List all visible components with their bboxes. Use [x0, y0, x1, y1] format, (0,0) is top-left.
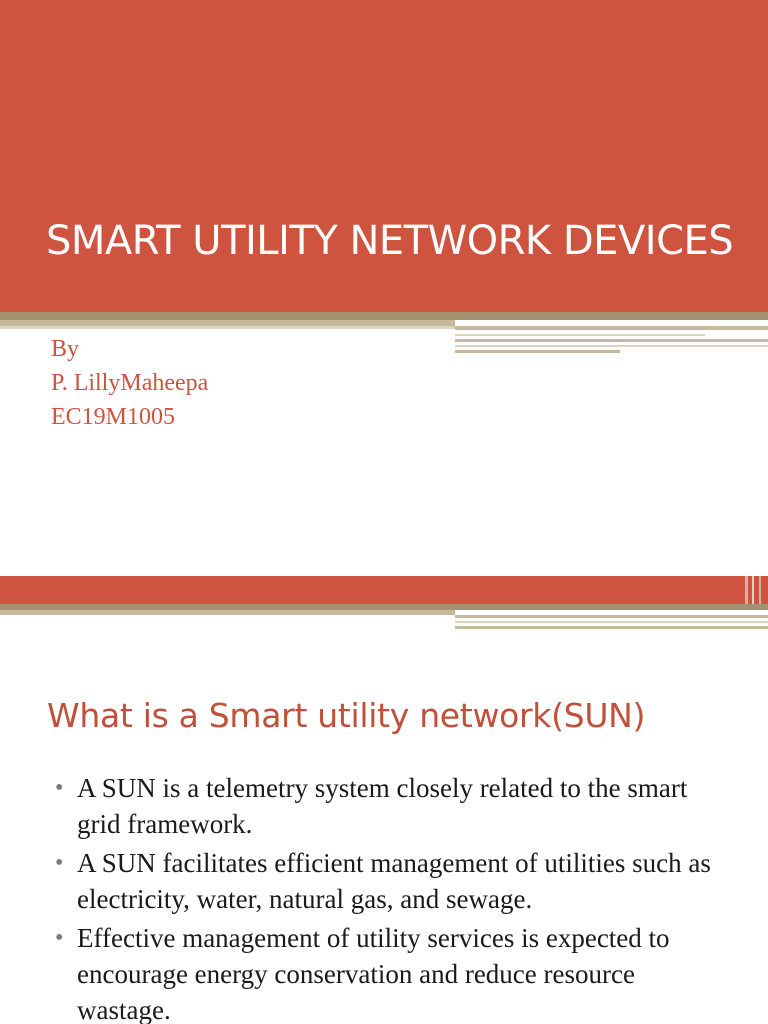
list-item: • Effective management of utility servic… [55, 920, 735, 1024]
bullet-icon: • [55, 925, 64, 951]
slide-heading: What is a Smart utility network(SUN) [47, 696, 646, 735]
bullet-text: A SUN is a telemetry system closely rela… [77, 773, 688, 839]
bullet-icon: • [55, 850, 64, 876]
content-slide: What is a Smart utility network(SUN) • A… [0, 576, 768, 1024]
author-name: P. LillyMaheepa [51, 370, 209, 396]
slide-title: SMART UTILITY NETWORK DEVICES [46, 218, 734, 264]
list-item: • A SUN facilitates efficient management… [55, 845, 735, 917]
bullet-text: Effective management of utility services… [77, 923, 670, 1024]
title-banner [0, 0, 768, 312]
author-id: EC19M1005 [51, 404, 176, 430]
bullet-icon: • [55, 775, 64, 801]
list-item: • A SUN is a telemetry system closely re… [55, 770, 735, 842]
author-by: By [51, 336, 80, 362]
title-slide: SMART UTILITY NETWORK DEVICES By P. Lill… [0, 0, 768, 434]
author-block: By P. LillyMaheepa EC19M1005 [51, 332, 208, 434]
bullet-list: • A SUN is a telemetry system closely re… [55, 770, 735, 1024]
top-banner [0, 576, 768, 604]
bullet-text: A SUN facilitates efficient management o… [77, 848, 711, 914]
